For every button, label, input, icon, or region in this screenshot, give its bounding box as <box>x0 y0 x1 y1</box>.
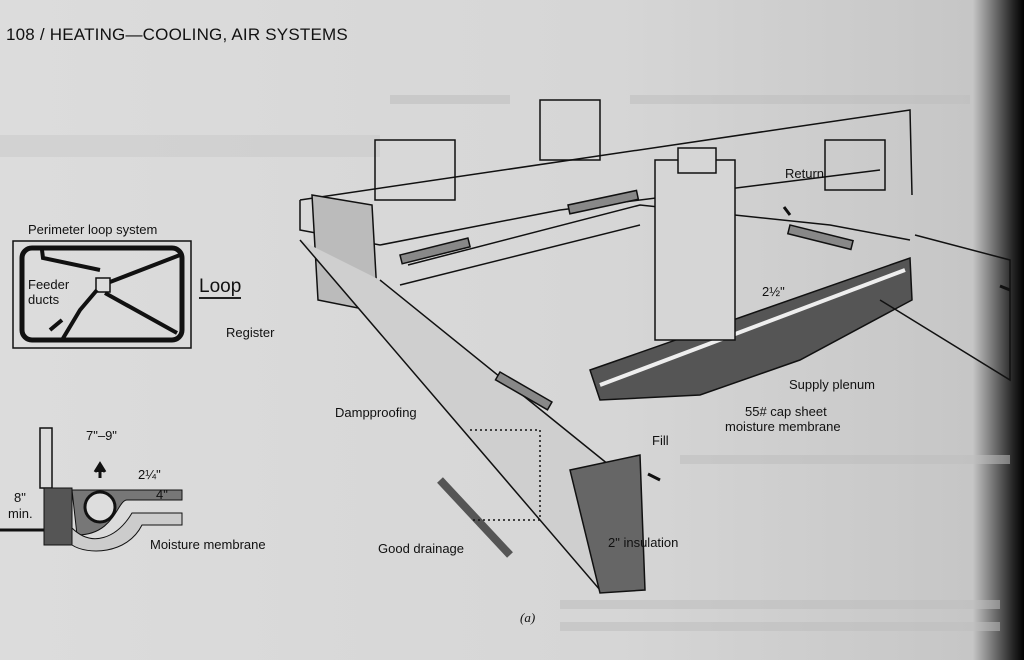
register-label: Register <box>226 325 275 340</box>
cap-sheet-label: 55# cap sheet <box>745 404 827 419</box>
depth-dimension: 2¼" <box>138 467 161 482</box>
page-number: 108 <box>6 25 35 44</box>
height-dimension: 8" <box>14 490 26 505</box>
insulation-label: 2" insulation <box>608 535 679 550</box>
return-label: Return <box>785 166 825 181</box>
good-drainage-label: Good drainage <box>378 541 465 556</box>
feeder-ducts-label: Feeder ducts <box>28 277 70 307</box>
moisture-membrane-label: Moisture membrane <box>150 537 266 552</box>
figure-caption: (a) <box>520 610 536 625</box>
pipe-dimension: 2½" <box>762 284 785 299</box>
duct-section-detail <box>0 427 183 552</box>
dampproofing-label: Dampproofing <box>335 405 417 420</box>
height-note: min. <box>8 506 33 521</box>
section-title: HEATING—COOLING, AIR SYSTEMS <box>49 25 348 44</box>
cap-sheet-label-2: moisture membrane <box>725 419 841 434</box>
plan-title: Perimeter loop system <box>28 222 158 237</box>
page-header: 108 / HEATING—COOLING, AIR SYSTEMS <box>6 25 348 44</box>
foundation-3d-drawing <box>299 99 1011 594</box>
supply-plenum-label: Supply plenum <box>789 377 875 392</box>
perimeter-loop-plan <box>12 240 192 349</box>
slab-dimension: 4" <box>156 487 168 502</box>
loop-label: Loop <box>199 276 242 299</box>
width-dimension: 7"–9" <box>86 428 117 443</box>
fill-label: Fill <box>652 433 669 448</box>
